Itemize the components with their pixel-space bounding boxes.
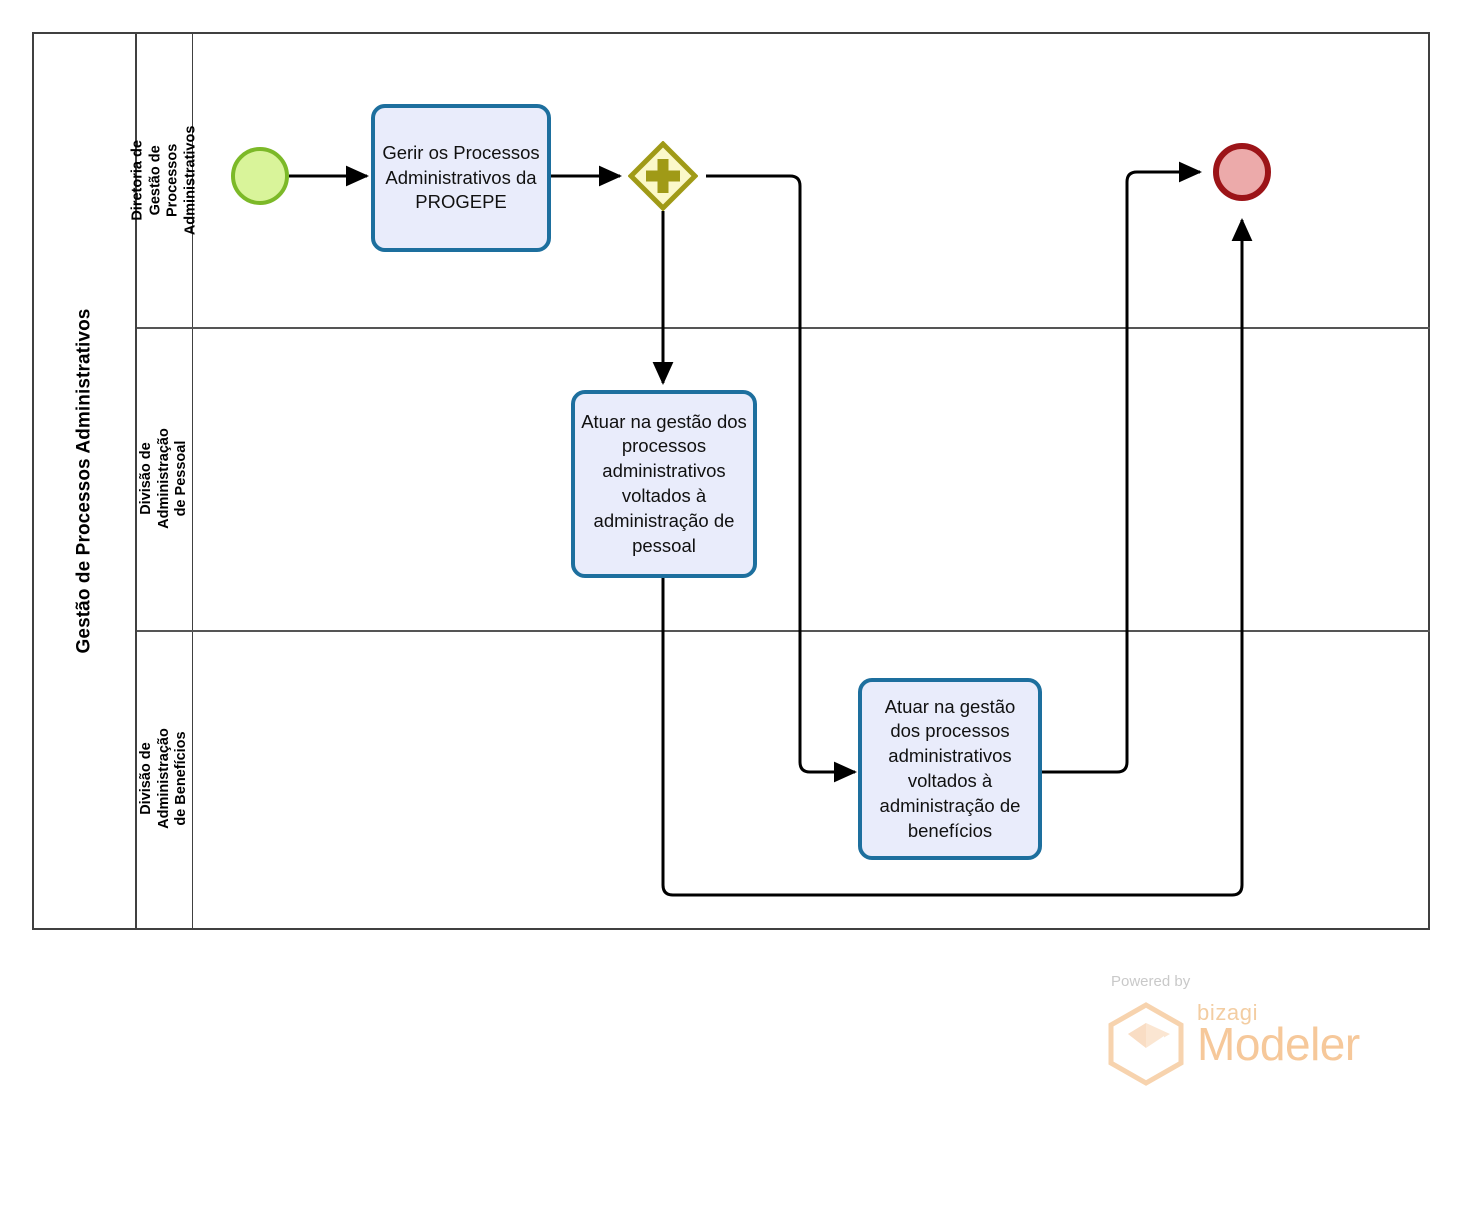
- watermark-powered-by: Powered by: [1111, 973, 1191, 990]
- lane-diretoria: Diretoria de Gestão de Processos Adminis…: [129, 34, 1428, 327]
- task-gerir-processos[interactable]: Gerir os Processos Administrativos da PR…: [371, 104, 551, 252]
- watermark-brand: bizagi: [1197, 1000, 1259, 1025]
- watermark-product: Modeler: [1197, 1018, 1360, 1070]
- task-atuar-pessoal-label: Atuar na gestão dos processos administra…: [581, 410, 747, 556]
- task-atuar-beneficios-label: Atuar na gestão dos processos administra…: [879, 695, 1021, 841]
- start-event[interactable]: [231, 147, 289, 205]
- lane-divider-1: [137, 327, 1430, 329]
- flow-pessoal-to-end: [661, 218, 1253, 897]
- pool-header: Gestão de Processos Administrativos: [34, 34, 137, 928]
- parallel-gateway-icon: [627, 140, 699, 212]
- lane-pessoal: Divisão de Administração de Pessoal: [137, 327, 1428, 630]
- flow-gateway-to-beneficios: [706, 174, 857, 783]
- bizagi-hexagon-logo-icon: [1108, 1002, 1184, 1086]
- lane-header-beneficios: Divisão de Administração de Benefícios: [137, 630, 193, 928]
- task-atuar-beneficios[interactable]: Atuar na gestão dos processos administra…: [858, 678, 1042, 860]
- lane-beneficios: Divisão de Administração de Benefícios: [137, 630, 1428, 928]
- lane-header-pessoal: Divisão de Administração de Pessoal: [137, 327, 193, 630]
- lane-divider-2: [137, 630, 1430, 632]
- task-atuar-pessoal[interactable]: Atuar na gestão dos processos administra…: [571, 390, 757, 578]
- bizagi-watermark: Powered by bizagi Modeler: [1104, 973, 1374, 1086]
- end-event[interactable]: [1213, 143, 1271, 201]
- parallel-gateway[interactable]: [627, 140, 699, 212]
- lane-header-diretoria: Diretoria de Gestão de Processos Adminis…: [129, 34, 198, 327]
- task-gerir-label: Gerir os Processos Administrativos da PR…: [382, 141, 540, 213]
- flow-beneficios-to-end: [1040, 161, 1202, 774]
